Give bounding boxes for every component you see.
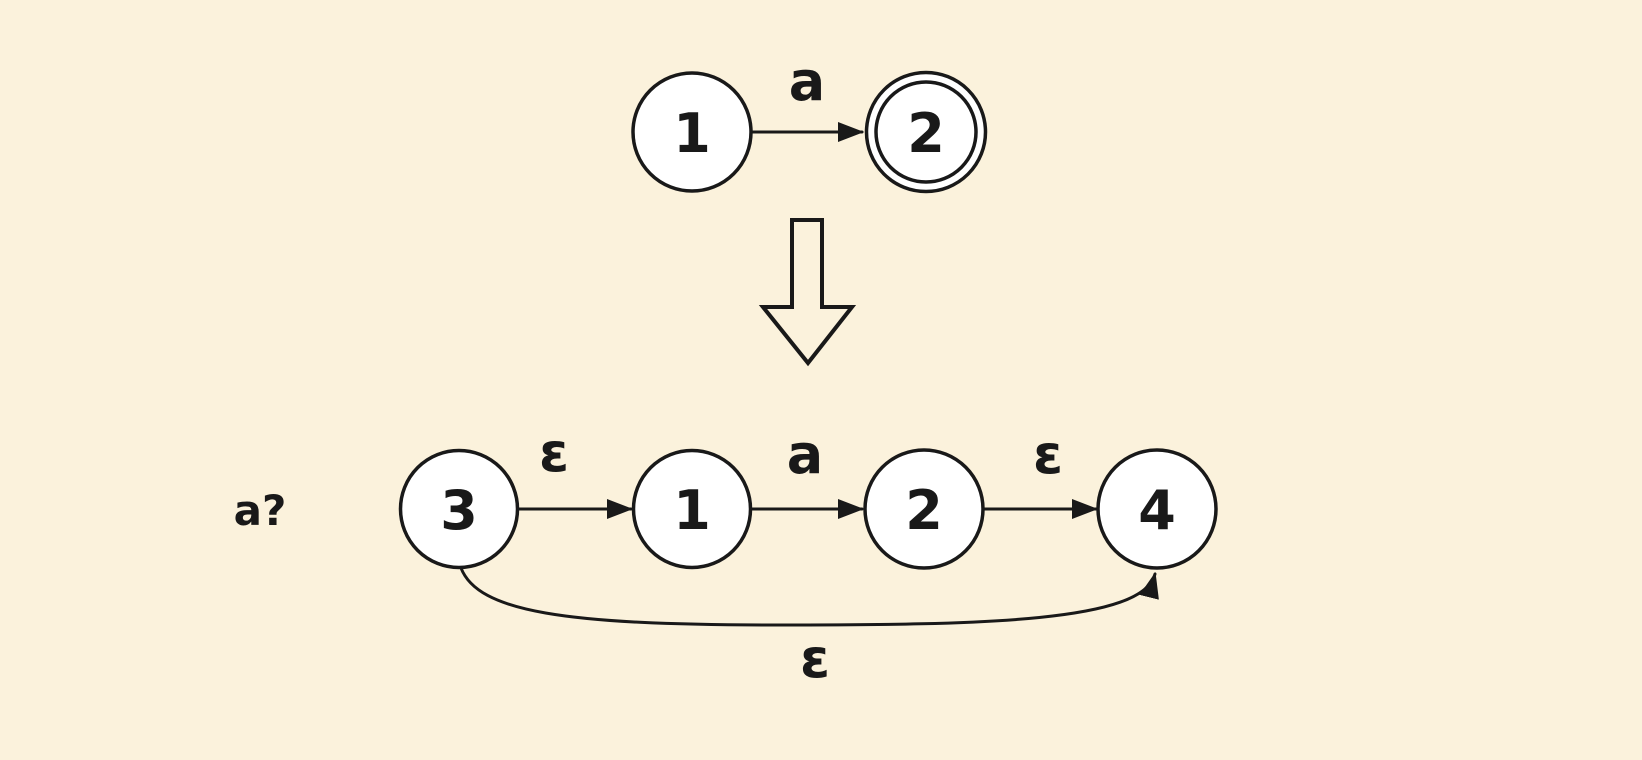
bottom-state-2-circle <box>863 448 985 570</box>
top-state-1-circle <box>631 71 753 193</box>
bottom-automaton: a? ε ε a ε 3 1 2 4 <box>234 421 1218 690</box>
transition-label-2-4: ε <box>1033 423 1063 486</box>
curved-transition-arrow-3-4 <box>459 566 1159 627</box>
bottom-state-3-circle <box>398 448 520 570</box>
top-transition-label: a <box>789 50 825 113</box>
bottom-state-1-label: 1 <box>673 479 711 542</box>
bottom-state-4-circle <box>1096 448 1218 570</box>
transition-label-3-1: ε <box>539 421 569 484</box>
top-automaton: a 1 2 <box>631 50 988 194</box>
top-state-2-inner-circle <box>874 80 978 184</box>
bottom-state-3-label: 3 <box>440 479 478 542</box>
bottom-state-1-circle <box>631 448 753 570</box>
top-state-1-label: 1 <box>673 102 711 165</box>
curved-transition-label: ε <box>800 627 830 690</box>
regex-label: a? <box>234 486 287 535</box>
top-state-2-outer-circle <box>864 70 988 194</box>
transition-label-1-2: a <box>787 423 823 486</box>
top-state-2-label: 2 <box>907 102 945 165</box>
transformation-down-arrow-icon <box>758 218 857 367</box>
bottom-state-2-label: 2 <box>905 479 943 542</box>
bottom-state-4-label: 4 <box>1138 479 1176 542</box>
